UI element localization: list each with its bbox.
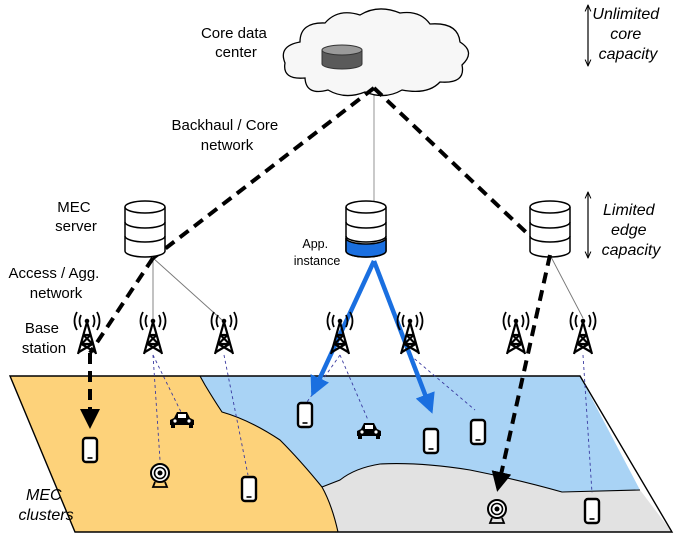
phone-icon xyxy=(81,436,99,464)
phone-icon xyxy=(422,427,440,455)
mec-server-left xyxy=(124,200,166,258)
core-data-center-label: Core data center xyxy=(201,25,271,61)
tower-icon xyxy=(210,310,238,356)
backhaul-network-label: Backhaul / Core network xyxy=(172,117,283,154)
tower-icon xyxy=(73,310,101,356)
core-data-center-cloud xyxy=(282,8,470,97)
base-station-label: Base station xyxy=(22,320,66,357)
app-instance-links xyxy=(310,260,435,414)
access-agg-network-label: Access / Agg. network xyxy=(8,265,103,302)
phone-icon xyxy=(296,401,314,429)
diagram-labels: Core data center Unlimited core capacity… xyxy=(8,6,663,524)
cluster-boundary xyxy=(199,375,339,533)
mec-server-right xyxy=(529,200,571,258)
limited-edge-capacity-label: Limited edge capacity xyxy=(602,202,662,259)
access-agg-links xyxy=(80,254,552,492)
mec-clusters-label: MEC clusters xyxy=(18,487,73,524)
phone-icon xyxy=(583,497,601,525)
tower-icon xyxy=(502,310,530,356)
mec-clusters-plane xyxy=(8,375,674,533)
plane-outline xyxy=(8,375,674,533)
core-storage-icon xyxy=(321,44,363,70)
unlimited-core-capacity-label: Unlimited core capacity xyxy=(592,6,663,63)
cluster-boundary-2 xyxy=(321,463,641,493)
radio-links xyxy=(152,354,593,494)
mec-server-middle xyxy=(345,200,387,258)
mec-server-label: MEC server xyxy=(55,199,97,235)
app-instance-label: App. instance xyxy=(294,237,341,268)
backhaul-links xyxy=(151,86,552,260)
phone-icon xyxy=(240,475,258,503)
tower-icon xyxy=(569,310,597,356)
access-links xyxy=(152,254,584,321)
phone-icon xyxy=(469,418,487,446)
